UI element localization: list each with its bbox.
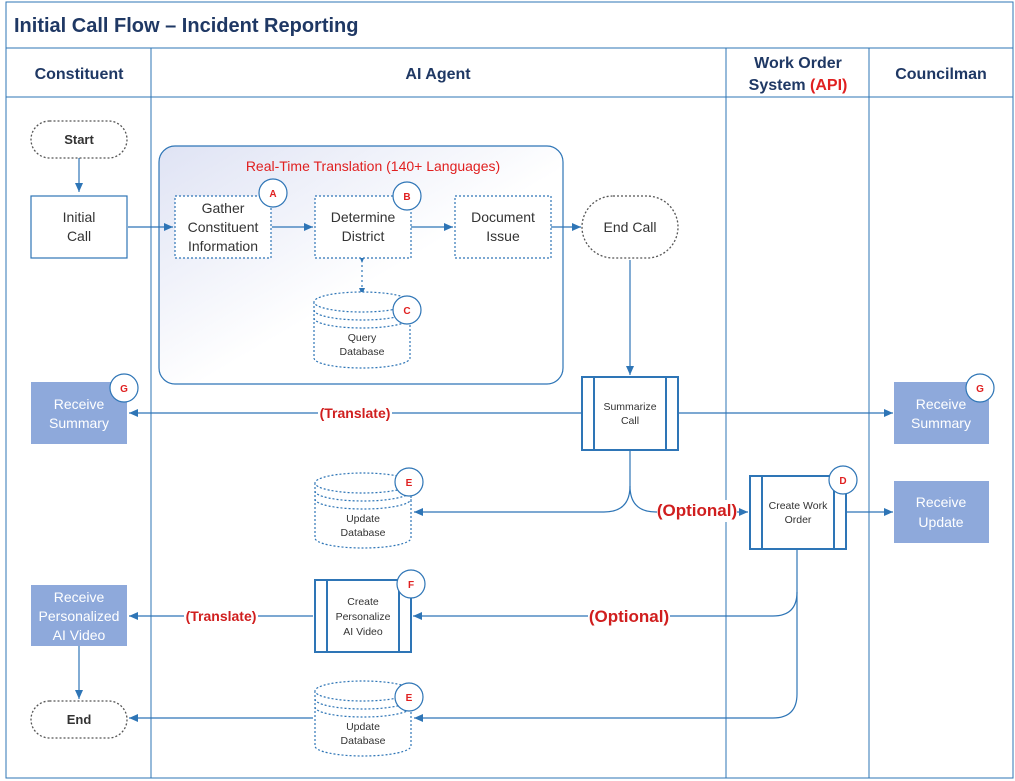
document-label-1: Document <box>471 209 535 225</box>
gather-label-3: Information <box>188 238 258 254</box>
receive-update-councilman: Receive Update <box>894 481 989 543</box>
create-work-order-process: Create Work Order <box>749 475 847 550</box>
document-label-2: Issue <box>486 228 520 244</box>
create-video-label-2: Personalize <box>336 611 391 623</box>
edge-summarize-to-work-order <box>629 485 748 516</box>
receive-update-label-1: Receive <box>916 494 967 510</box>
query-db-label-2: Database <box>340 346 385 358</box>
update-db-2-label-2: Database <box>341 735 386 747</box>
badge-e2-label: E <box>406 693 413 704</box>
determine-label-2: District <box>342 228 385 244</box>
query-db-label-1: Query <box>348 332 377 344</box>
receive-personalized-video: Receive Personalized AI Video <box>31 585 127 646</box>
badge-a: A <box>258 178 288 208</box>
update-db-2-label-1: Update <box>346 721 380 733</box>
end-call-terminator: End Call <box>581 195 679 259</box>
summarize-call-process: Summarize Call <box>581 376 679 451</box>
create-work-order-label-1: Create Work <box>769 500 828 512</box>
edge-label-bg <box>318 404 392 422</box>
determine-district-box: Determine District <box>314 195 412 259</box>
badge-e1-label: E <box>406 478 413 489</box>
receive-summary-right-label-2: Summary <box>911 415 971 431</box>
create-work-order-label-2: Order <box>785 514 812 526</box>
badge-c: C <box>392 295 422 325</box>
edge-label-bg <box>588 605 670 627</box>
badge-g-left: G <box>109 373 139 403</box>
create-video-label-1: Create <box>347 596 379 608</box>
badge-f: F <box>396 569 426 599</box>
edge-label-translate-summary: (Translate) <box>320 405 391 421</box>
update-database-cylinder-1 <box>314 472 412 549</box>
badge-f-label: F <box>408 580 414 591</box>
receive-summary-right-label-1: Receive <box>916 396 967 412</box>
diagram-title: Initial Call Flow – Incident Reporting <box>14 15 358 37</box>
end-terminator: End <box>30 700 128 739</box>
edge-label-translate-video: (Translate) <box>186 608 257 624</box>
query-database-cylinder <box>313 291 411 369</box>
update-db-1-label-2: Database <box>341 527 386 539</box>
summarize-label-2: Call <box>621 415 639 427</box>
receive-video-label-3: AI Video <box>53 627 106 643</box>
lane-header-constituent: Constituent <box>35 66 125 83</box>
update-db-1-label-1: Update <box>346 513 380 525</box>
badge-b-label: B <box>403 192 410 203</box>
badge-a-label: A <box>269 189 276 200</box>
gather-label-2: Constituent <box>188 219 259 235</box>
receive-summary-left-label-2: Summary <box>49 415 109 431</box>
summarize-label-1: Summarize <box>603 401 656 413</box>
badge-d: D <box>828 465 858 495</box>
badge-b: B <box>392 181 422 211</box>
receive-update-label-2: Update <box>918 514 963 530</box>
badge-g-left-label: G <box>120 384 128 395</box>
badge-e-upper: E <box>394 467 424 497</box>
badge-c-label: C <box>403 306 410 317</box>
edge-label-bg <box>657 500 737 522</box>
end-label: End <box>67 712 92 727</box>
edge-label-optional-video: (Optional) <box>589 607 669 626</box>
create-video-process: Create Personalize AI Video <box>314 579 412 653</box>
badge-g-right-label: G <box>976 384 984 395</box>
document-issue-box: Document Issue <box>454 195 552 259</box>
edge-work-order-to-update-db-2 <box>414 592 798 722</box>
edge-label-optional-work-order: (Optional) <box>657 501 737 520</box>
badge-g-right: G <box>965 373 995 403</box>
lane-header-councilman: Councilman <box>895 66 987 83</box>
group-title: Real-Time Translation (140+ Languages) <box>246 158 500 174</box>
badge-d-label: D <box>839 476 846 487</box>
connectors <box>75 158 893 722</box>
badge-e-lower: E <box>394 682 424 712</box>
initial-call-label-1: Initial <box>63 209 96 225</box>
lane-header-work-order-line2: System (API) <box>749 77 848 94</box>
edge-label-bg <box>184 607 258 625</box>
swimlane-frame <box>5 1 1014 779</box>
initial-call-box: Initial Call <box>30 195 128 259</box>
end-call-label: End Call <box>604 219 657 235</box>
start-label: Start <box>64 132 94 147</box>
determine-label-1: Determine <box>331 209 396 225</box>
gather-label-1: Gather <box>202 200 245 216</box>
gather-info-box: Gather Constituent Information <box>174 195 272 259</box>
receive-video-label-1: Receive <box>54 589 105 605</box>
update-database-cylinder-2 <box>314 680 412 757</box>
receive-video-label-2: Personalized <box>39 608 120 624</box>
initial-call-label-2: Call <box>67 228 91 244</box>
start-terminator: Start <box>30 120 128 159</box>
create-video-label-3: AI Video <box>343 626 383 638</box>
lane-header-ai-agent: AI Agent <box>405 66 471 83</box>
receive-summary-left-label-1: Receive <box>54 396 105 412</box>
lane-header-work-order-line1: Work Order <box>754 55 842 72</box>
